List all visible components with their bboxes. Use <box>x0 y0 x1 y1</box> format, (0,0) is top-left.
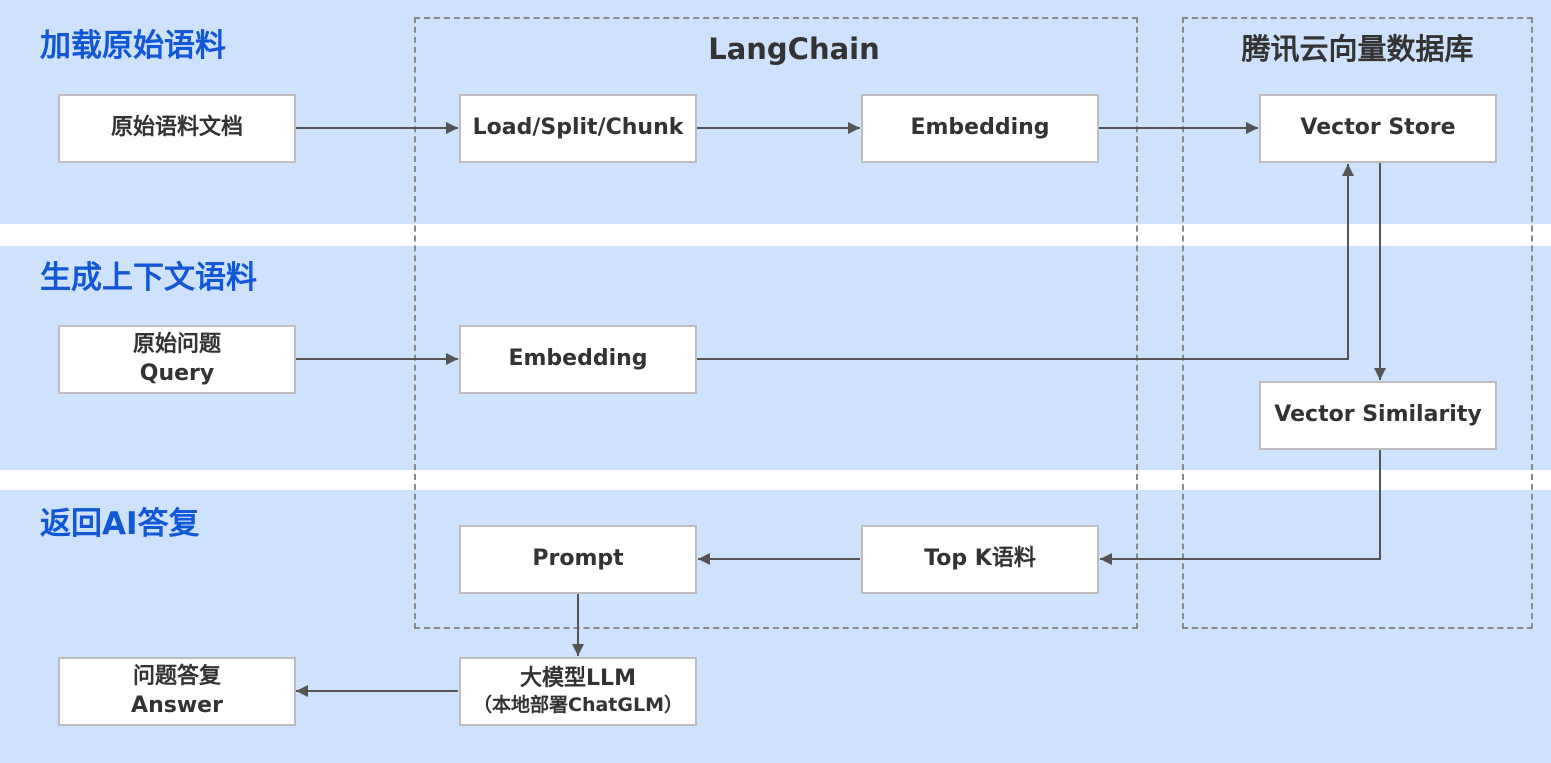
node-raw-question: 原始问题 Query <box>58 325 296 394</box>
langchain-group <box>414 17 1138 629</box>
section-title-load: 加载原始语料 <box>40 28 226 64</box>
langchain-group-title: LangChain <box>708 32 880 66</box>
node-llm: 大模型LLM （本地部署ChatGLM） <box>459 657 697 726</box>
node-raw-docs-label: 原始语料文档 <box>110 115 243 141</box>
vectordb-group <box>1182 17 1533 629</box>
node-embedding-docs: Embedding <box>861 94 1099 163</box>
node-qa-answer-line1: 问题答复 <box>132 663 221 689</box>
node-topk: Top K语料 <box>861 525 1099 594</box>
node-llm-line2: （本地部署ChatGLM） <box>473 694 683 717</box>
node-prompt-label: Prompt <box>532 546 624 572</box>
node-llm-line1: 大模型LLM <box>520 665 636 691</box>
node-qa-answer-line2: Answer <box>131 692 223 718</box>
node-vector-store-label: Vector Store <box>1300 115 1456 141</box>
section-title-context: 生成上下文语料 <box>40 260 257 296</box>
node-qa-answer: 问题答复 Answer <box>58 657 296 726</box>
node-embedding-docs-label: Embedding <box>910 115 1050 141</box>
node-embedding-query: Embedding <box>459 325 697 394</box>
node-prompt: Prompt <box>459 525 697 594</box>
node-vector-store: Vector Store <box>1259 94 1497 163</box>
node-vector-similarity-label: Vector Similarity <box>1274 402 1482 428</box>
node-topk-label: Top K语料 <box>924 546 1036 572</box>
node-embedding-query-label: Embedding <box>508 346 648 372</box>
node-load-split-chunk-label: Load/Split/Chunk <box>472 115 684 141</box>
edge-similarity-to-topk <box>1100 450 1381 565</box>
node-load-split-chunk: Load/Split/Chunk <box>459 94 697 163</box>
node-vector-similarity: Vector Similarity <box>1259 381 1497 450</box>
section-title-answer: 返回AI答复 <box>40 506 200 542</box>
node-raw-question-line1: 原始问题 <box>132 331 221 357</box>
node-raw-docs: 原始语料文档 <box>58 94 296 163</box>
node-raw-question-line2: Query <box>139 360 215 386</box>
edge-embedding-to-vectorstore-query <box>697 164 1354 360</box>
vectordb-group-title: 腾讯云向量数据库 <box>1241 32 1474 66</box>
